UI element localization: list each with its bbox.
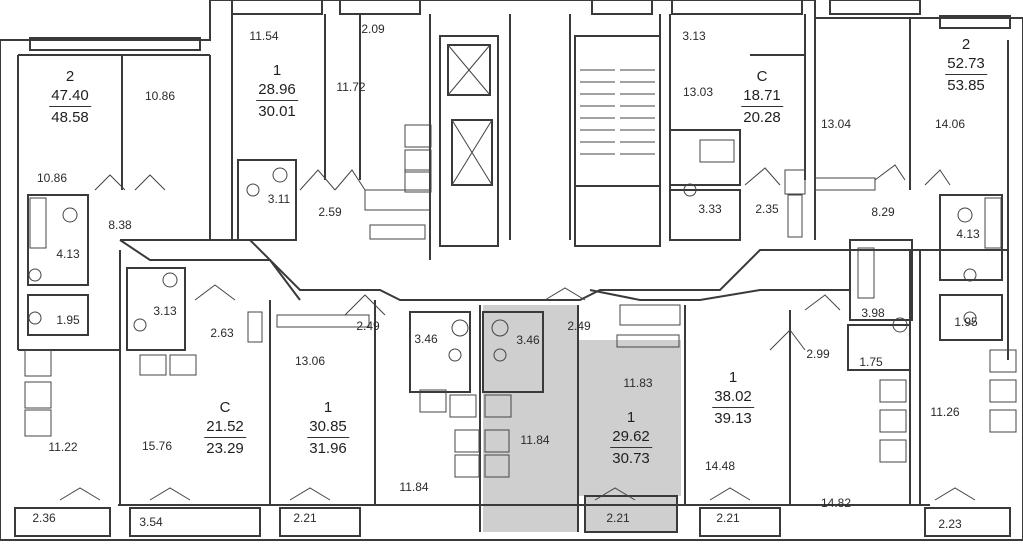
room-area-label: 11.72 xyxy=(336,80,366,94)
room-area-label: 3.54 xyxy=(139,515,163,529)
room-area-label: 11.54 xyxy=(249,29,279,43)
room-area-label: 10.86 xyxy=(144,89,176,103)
room-area-label: 8.29 xyxy=(871,205,895,219)
room-area-label: 14.48 xyxy=(704,459,736,473)
room-area-label: 4.13 xyxy=(956,227,980,241)
room-area-label: 2.21 xyxy=(293,511,317,525)
room-area-label: 2.99 xyxy=(806,347,830,361)
room-area-label: 13.04 xyxy=(820,117,852,131)
apartment-label-g[interactable]: 1 29.62 30.73 xyxy=(610,409,652,469)
room-area-label: 4.13 xyxy=(56,247,80,261)
room-area-label: 3.13 xyxy=(682,29,706,43)
apartment-label-a[interactable]: 2 47.40 48.58 xyxy=(49,68,91,128)
room-area-label: 1.95 xyxy=(954,315,978,329)
apartment-living-area: 38.02 xyxy=(712,386,754,408)
apartment-label-h[interactable]: 1 38.02 39.13 xyxy=(712,369,754,429)
apartment-rooms: 2 xyxy=(961,36,971,53)
apartment-total-area: 23.29 xyxy=(206,440,244,457)
room-area-label: 2.21 xyxy=(716,511,740,525)
apartment-living-area: 18.71 xyxy=(741,85,783,107)
apartment-rooms: С xyxy=(219,399,231,416)
room-area-label: 2.21 xyxy=(606,511,630,525)
apartment-living-area: 47.40 xyxy=(49,85,91,107)
apartment-total-area: 31.96 xyxy=(309,440,347,457)
room-area-label: 3.46 xyxy=(414,332,438,346)
room-area-label: 13.06 xyxy=(294,354,326,368)
room-area-label: 8.38 xyxy=(108,218,132,232)
apartment-rooms: 1 xyxy=(323,399,333,416)
apartment-total-area: 20.28 xyxy=(743,109,781,126)
room-area-label: 2.49 xyxy=(356,319,380,333)
apartment-label-b[interactable]: 1 28.96 30.01 xyxy=(256,62,298,122)
room-area-label: 2.63 xyxy=(210,326,234,340)
apartment-total-area: 53.85 xyxy=(947,77,985,94)
room-area-label: 2.49 xyxy=(567,319,591,333)
apartment-total-area: 48.58 xyxy=(51,109,89,126)
room-area-label: 1.75 xyxy=(859,355,883,369)
room-area-label: 3.33 xyxy=(698,202,722,216)
room-area-label: 2.59 xyxy=(318,205,342,219)
room-area-label: 2.35 xyxy=(755,202,779,216)
room-area-label: 1.95 xyxy=(56,313,80,327)
apartment-label-e[interactable]: С 21.52 23.29 xyxy=(204,399,246,459)
apartment-label-c[interactable]: С 18.71 20.28 xyxy=(741,68,783,128)
room-area-label: 14.82 xyxy=(820,496,852,510)
room-area-label: 2.23 xyxy=(938,517,962,531)
apartment-living-area: 28.96 xyxy=(256,79,298,101)
apartment-living-area: 29.62 xyxy=(610,426,652,448)
room-area-label: 13.03 xyxy=(682,85,714,99)
apartment-total-area: 30.73 xyxy=(612,450,650,467)
apartment-living-area: 21.52 xyxy=(204,416,246,438)
apartment-total-area: 30.01 xyxy=(258,103,296,120)
room-area-label: 2.09 xyxy=(361,22,385,36)
room-area-label: 15.76 xyxy=(141,439,173,453)
apartment-living-area: 52.73 xyxy=(945,53,987,75)
room-area-label: 11.26 xyxy=(930,405,960,419)
apartment-rooms: 1 xyxy=(272,62,282,79)
room-area-label: 11.22 xyxy=(48,440,78,454)
door-swings xyxy=(59,164,976,501)
apartment-label-f[interactable]: 1 30.85 31.96 xyxy=(307,399,349,459)
room-area-label: 3.13 xyxy=(153,304,177,318)
room-area-label: 14.06 xyxy=(934,117,966,131)
selected-apartment-highlight xyxy=(483,305,681,532)
room-area-label: 2.36 xyxy=(32,511,56,525)
apartment-rooms: 1 xyxy=(626,409,636,426)
room-area-label: 11.83 xyxy=(623,376,653,390)
fixtures xyxy=(24,44,1017,478)
room-area-label: 11.84 xyxy=(399,480,429,494)
apartment-rooms: 1 xyxy=(728,369,738,386)
room-area-label: 3.46 xyxy=(516,333,540,347)
apartment-total-area: 39.13 xyxy=(714,410,752,427)
apartment-label-d[interactable]: 2 52.73 53.85 xyxy=(945,36,987,96)
apartment-living-area: 30.85 xyxy=(307,416,349,438)
room-area-label: 10.86 xyxy=(36,171,68,185)
room-area-label: 3.11 xyxy=(267,192,291,206)
apartment-rooms: 2 xyxy=(65,68,75,85)
room-area-label: 11.84 xyxy=(520,433,550,447)
room-area-label: 3.98 xyxy=(861,306,885,320)
apartment-rooms: С xyxy=(756,68,768,85)
